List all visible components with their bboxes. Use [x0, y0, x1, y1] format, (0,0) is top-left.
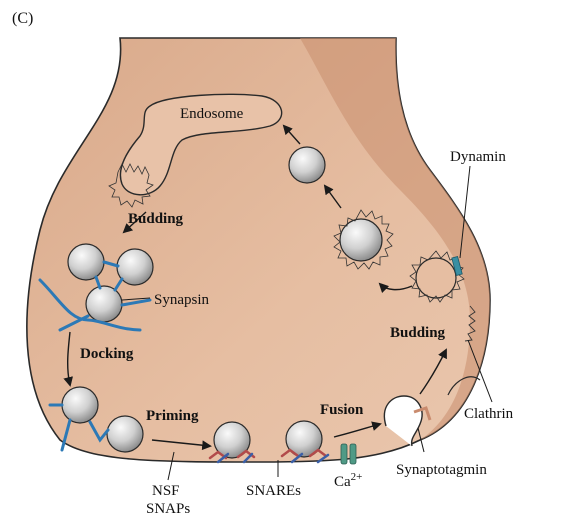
vesicle-budding [415, 257, 457, 299]
endosome-clathrin-coat [108, 163, 154, 208]
label-calcium-symbol: Ca [334, 474, 351, 490]
label-docking: Docking [80, 346, 134, 362]
label-calcium: Ca2+ [334, 471, 362, 490]
arrow-docking [63, 331, 73, 387]
nsf-pointer [167, 451, 175, 481]
vesicle-fusing [383, 395, 423, 447]
label-budding-top: Budding [128, 211, 184, 227]
arrow-recycled-to-endosome [282, 124, 301, 145]
dynamin-ring [451, 256, 463, 276]
dynamin-pointer [459, 165, 471, 259]
axon-shading [300, 38, 490, 440]
label-nsf: NSF [152, 483, 180, 499]
label-snares: SNAREs [246, 483, 301, 499]
vesicle-docked-2 [106, 415, 144, 453]
synaptotagmin-pointer [417, 427, 425, 453]
vesicle-docked [61, 386, 99, 424]
clathrin-membrane-patch [464, 305, 476, 342]
arrow-endosome-to-budding [122, 211, 147, 234]
clathrin-dimple [447, 376, 481, 396]
vesicle-coated-large [339, 218, 383, 262]
vesicle-primed [213, 421, 251, 459]
label-clathrin: Clathrin [464, 406, 514, 422]
vesicle-primed-2 [285, 420, 323, 458]
label-calcium-charge: 2+ [351, 471, 363, 483]
vesicle-reserve-3 [85, 285, 123, 323]
label-priming: Priming [146, 408, 199, 424]
label-fusion: Fusion [320, 402, 364, 418]
vesicles [61, 146, 383, 459]
arrow-budding-right [419, 348, 447, 395]
label-endosome: Endosome [180, 106, 244, 122]
synapsin-filaments [38, 260, 152, 452]
label-synapsin: Synapsin [154, 292, 210, 308]
endosome [119, 93, 283, 196]
label-synaptotagmin: Synaptotagmin [396, 462, 487, 478]
arrow-fusion [333, 421, 382, 438]
arrow-coated-to-recycled [323, 184, 342, 209]
clathrin-pointer [467, 339, 493, 403]
label-dynamin: Dynamin [450, 149, 506, 165]
arrow-priming [151, 439, 212, 451]
label-snaps: SNAPs [146, 501, 190, 517]
arrow-bud-to-coated [378, 282, 413, 294]
panel-letter: (C) [12, 10, 33, 27]
vesicle-recycled [288, 146, 326, 184]
vesicle-reserve-1 [67, 243, 105, 281]
clathrin-coat-vesicle [333, 209, 394, 270]
calcium-channel [340, 443, 357, 465]
cycle-arrows [63, 124, 447, 451]
snare-complexes [208, 448, 330, 464]
synaptotagmin [413, 406, 432, 421]
label-budding-right: Budding [390, 325, 446, 341]
synapsin-pointer [121, 297, 151, 301]
